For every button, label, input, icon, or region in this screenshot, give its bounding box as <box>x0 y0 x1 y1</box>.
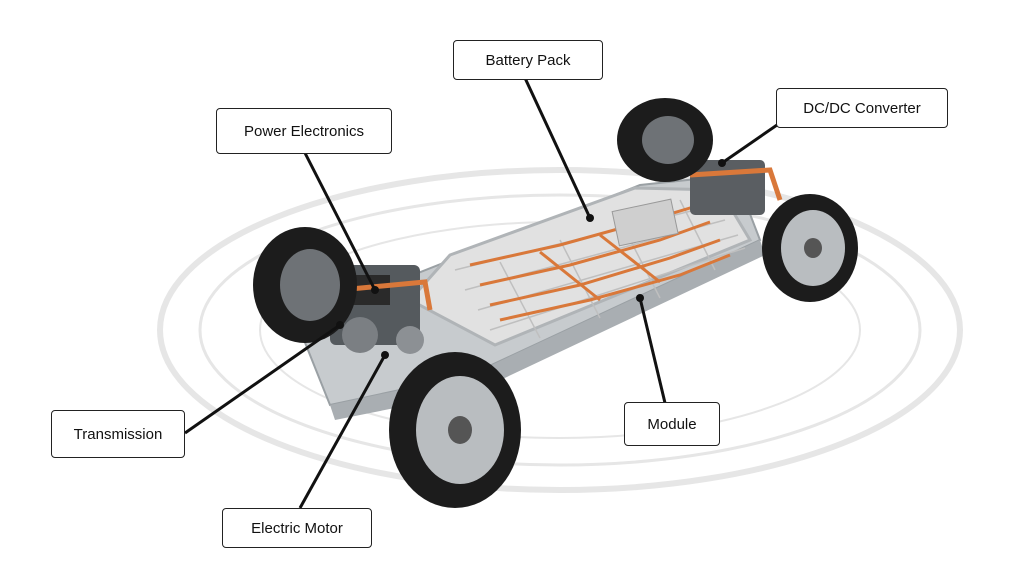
leader-transmission <box>184 323 341 435</box>
rear-left-wheel <box>617 98 713 182</box>
module-label: Module <box>624 402 720 446</box>
turntable-rings <box>157 167 963 493</box>
leader-battery-pack <box>523 77 592 219</box>
rear-drive-unit <box>689 160 783 215</box>
battery-pack-body <box>407 186 753 347</box>
dc-dc-converter-label: DC/DC Converter <box>776 88 948 128</box>
leader-lines <box>184 77 778 509</box>
battery-pack-label: Battery Pack <box>453 40 603 80</box>
leader-dots <box>336 159 726 359</box>
leader-electric-motor <box>298 354 387 509</box>
electric-motor-label: Electric Motor <box>222 508 372 548</box>
front-right-wheel <box>389 352 521 508</box>
rear-right-wheel <box>762 194 858 302</box>
power-electronics-label: Power Electronics <box>216 108 392 154</box>
leader-power-electronics <box>303 152 377 291</box>
front-left-wheel <box>253 227 357 343</box>
leader-dc-dc-converter <box>721 123 778 165</box>
leader-module <box>638 297 667 404</box>
transmission-label: Transmission <box>51 410 185 458</box>
